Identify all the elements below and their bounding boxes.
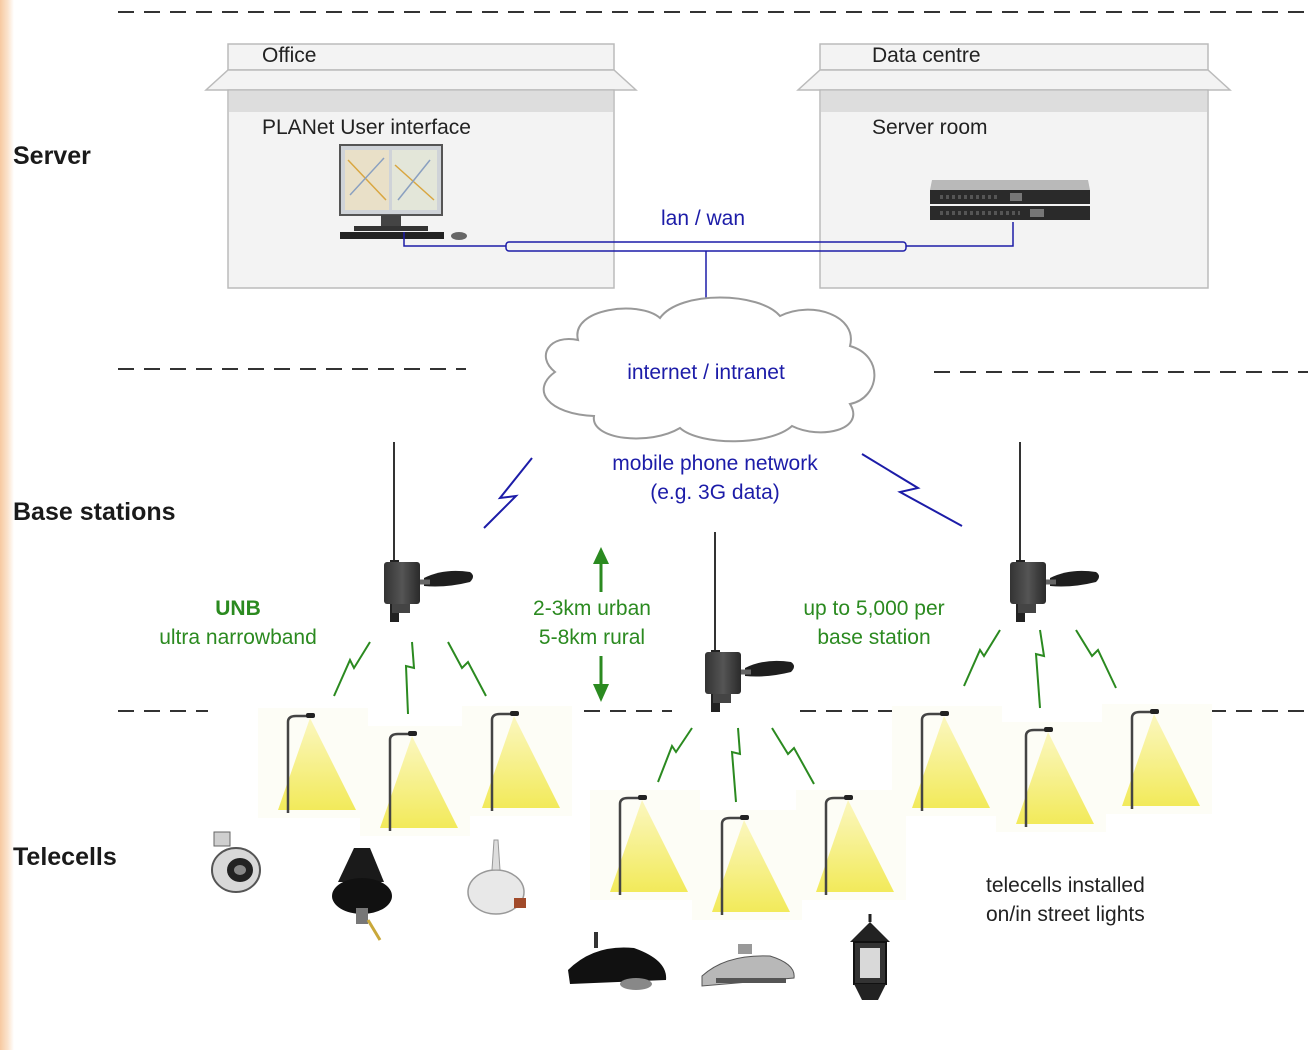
unb-signal-bolt bbox=[333, 629, 1117, 803]
mobile-network-line2: (e.g. 3G data) bbox=[650, 481, 780, 504]
mobile-network-line1: mobile phone network bbox=[612, 452, 818, 475]
telecell-device bbox=[211, 831, 890, 1000]
lan-connection bbox=[403, 222, 1014, 306]
office-title: Office bbox=[262, 44, 317, 67]
base-station-left bbox=[384, 442, 473, 622]
lan-label: lan / wan bbox=[660, 207, 746, 230]
internet-label: internet / intranet bbox=[627, 361, 785, 384]
base-station-right bbox=[1010, 442, 1099, 622]
office-room-label: PLANet User interface bbox=[262, 116, 471, 139]
left-edge-gradient bbox=[0, 0, 14, 1050]
tier-label-base-stations: Base stations bbox=[13, 498, 176, 526]
capacity-line1: up to 5,000 per bbox=[803, 597, 945, 620]
mobile-signal-bolt bbox=[483, 453, 963, 529]
telecells-note-line2: on/in street lights bbox=[986, 903, 1145, 926]
telecells-note: telecells installed on/in street lights bbox=[986, 871, 1145, 929]
range-arrow bbox=[593, 547, 609, 702]
range-urban: 2-3km urban bbox=[533, 597, 651, 620]
unb-label: UNB ultra narrowband bbox=[138, 594, 338, 652]
capacity-line2: base station bbox=[817, 626, 931, 649]
computer-icon bbox=[339, 144, 467, 240]
range-label: 2-3km urban 5-8km rural bbox=[500, 594, 684, 652]
internet-cloud bbox=[542, 296, 876, 443]
telecells-note-line1: telecells installed bbox=[986, 874, 1145, 897]
tier-label-telecells: Telecells bbox=[13, 843, 117, 871]
server-icon bbox=[930, 180, 1090, 220]
tier-separators bbox=[118, 11, 1308, 712]
unb-title: UNB bbox=[215, 597, 261, 620]
data-centre-title: Data centre bbox=[872, 44, 981, 67]
range-rural: 5-8km rural bbox=[538, 626, 646, 649]
tier-label-server: Server bbox=[13, 142, 91, 170]
mobile-network-label: mobile phone network (e.g. 3G data) bbox=[570, 449, 860, 507]
server-room-label: Server room bbox=[872, 116, 988, 139]
capacity-label: up to 5,000 per base station bbox=[778, 594, 970, 652]
unb-subtitle: ultra narrowband bbox=[159, 626, 317, 649]
